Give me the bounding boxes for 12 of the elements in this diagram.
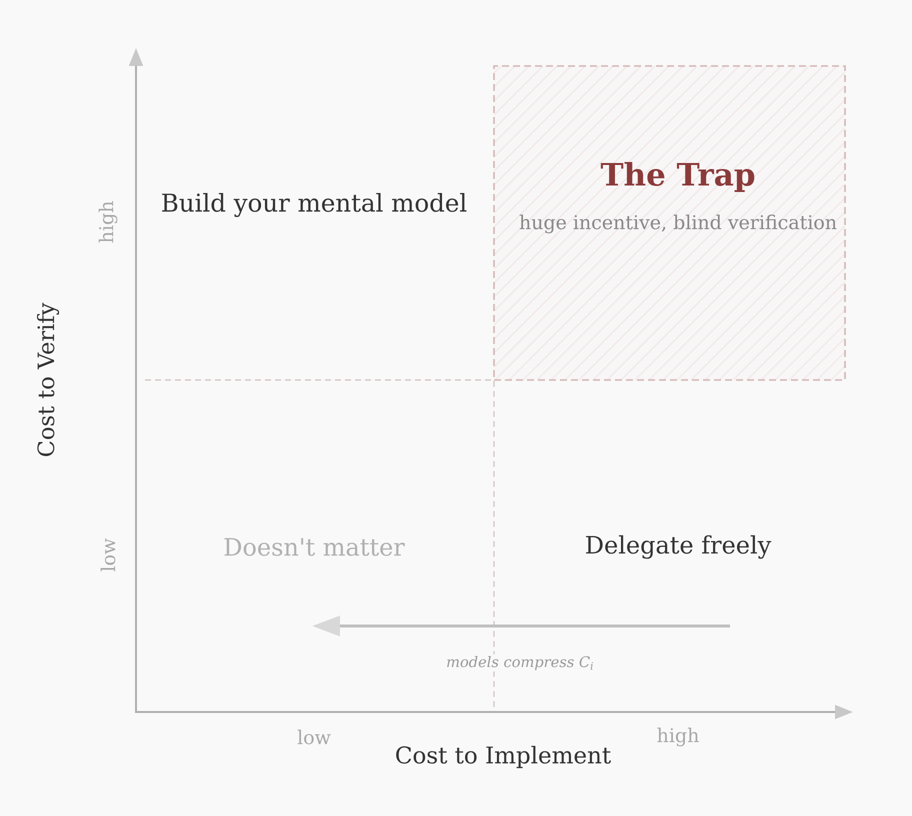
axis-title: Cost to Verify — [36, 302, 60, 456]
box-subtitle: huge incentive, blind verification — [520, 214, 836, 234]
quadrant-label: Build your mental model — [162, 192, 466, 218]
arrow-label: models compress C$_{i}$ — [444, 654, 596, 672]
axis-tick-label: low — [100, 538, 116, 572]
quadrant-label: Doesn't matter — [224, 538, 405, 556]
quadrant-label: Delegate freely — [586, 535, 772, 559]
axis-tick-label: high — [657, 728, 699, 746]
axis-tick-label: low — [298, 730, 331, 744]
axis-title: Cost to Implement — [396, 746, 611, 768]
box-title: The Trap — [600, 162, 754, 192]
axis-tick-label: high — [98, 201, 118, 243]
